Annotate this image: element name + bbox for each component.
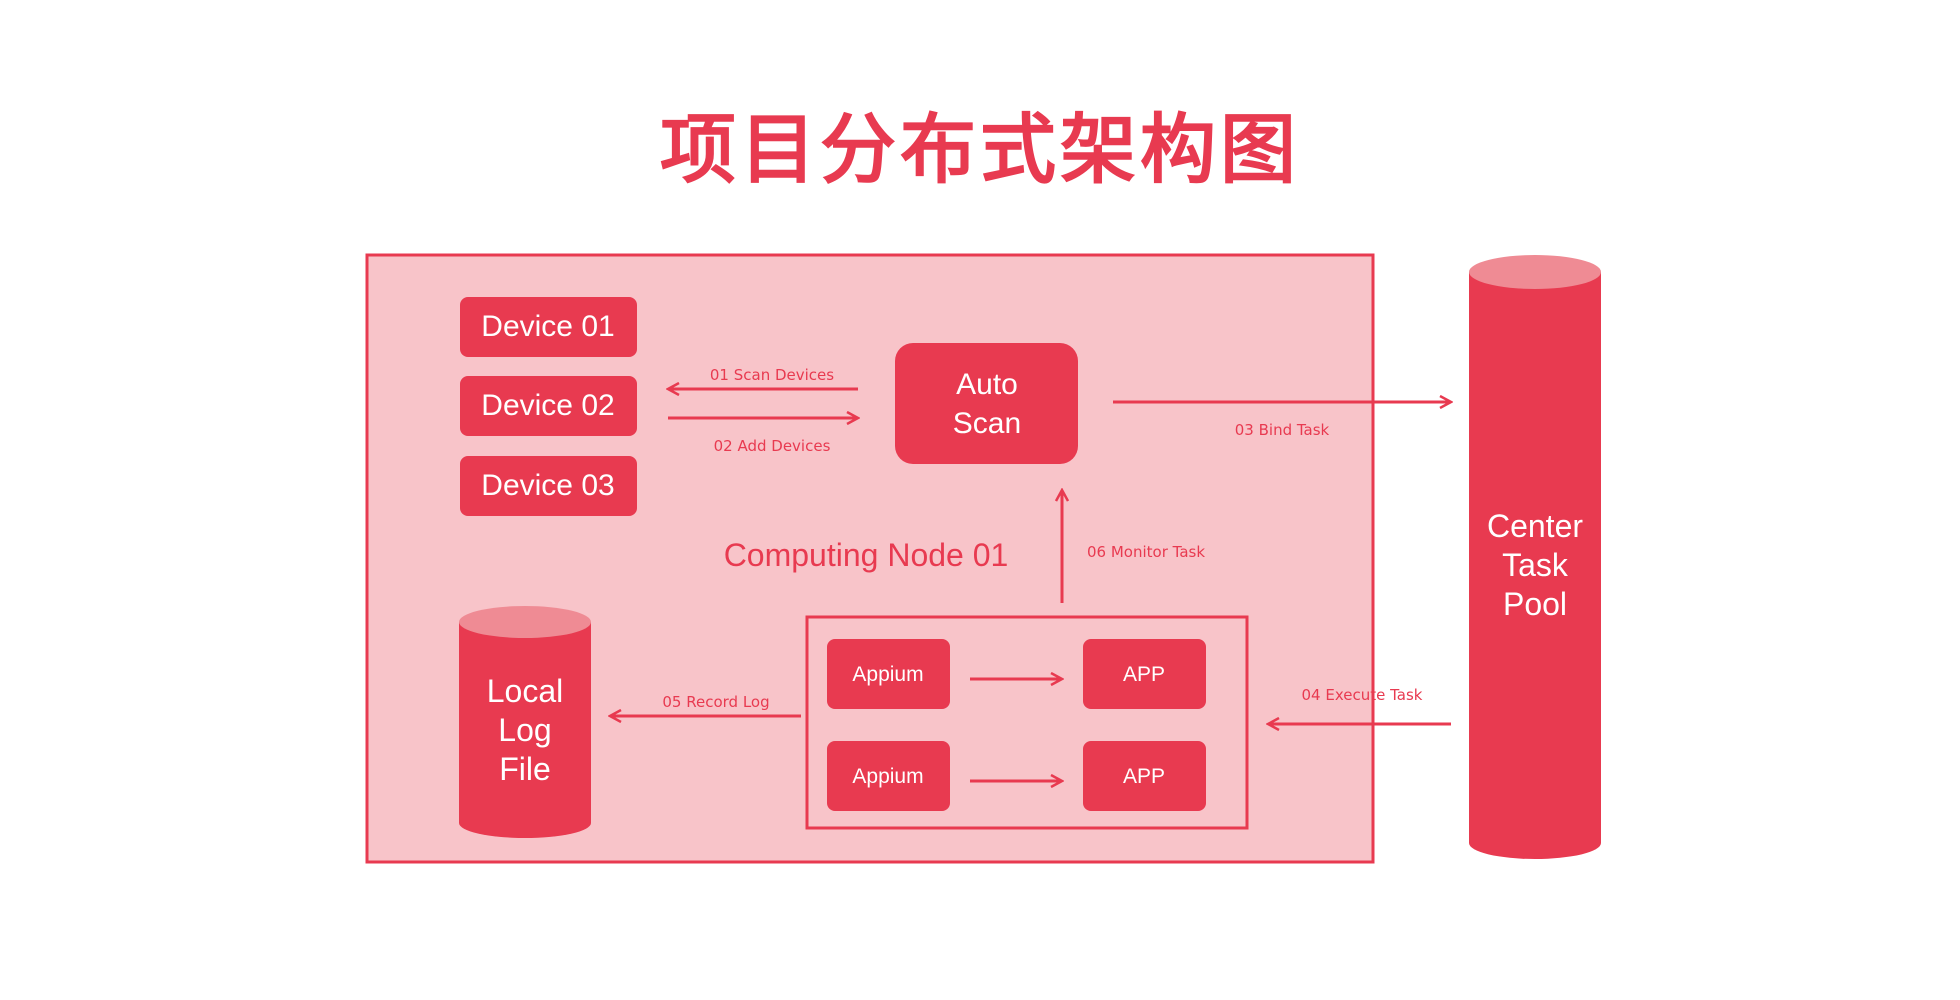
auto-scan-label-line2: Scan — [953, 407, 1021, 440]
appium-1-label: Appium — [852, 663, 923, 686]
add-devices-label: 02 Add Devices — [714, 437, 831, 455]
auto-scan-box[interactable]: Auto Scan — [895, 343, 1078, 464]
monitor-task-label: 06 Monitor Task — [1087, 543, 1205, 561]
page-title: 项目分布式架构图 — [660, 105, 1300, 194]
app-2-box[interactable]: APP — [1083, 741, 1206, 811]
auto-scan-label-line1: Auto — [956, 368, 1018, 401]
appium-2-box[interactable]: Appium — [827, 741, 950, 811]
device-02-label: Device 02 — [481, 389, 614, 422]
appium-group-frame — [805, 615, 1249, 830]
bind-task-label: 03 Bind Task — [1235, 421, 1330, 439]
center-task-pool-cylinder: Center Task Pool — [1469, 255, 1601, 859]
center-pool-line1: Center — [1487, 508, 1583, 544]
device-01-label: Device 01 — [481, 310, 614, 343]
app-1-box[interactable]: APP — [1083, 639, 1206, 709]
appium-1-box[interactable]: Appium — [827, 639, 950, 709]
device-02-box[interactable]: Device 02 — [460, 376, 637, 436]
scan-devices-label: 01 Scan Devices — [710, 366, 834, 384]
record-log-label: 05 Record Log — [662, 693, 769, 711]
local-log-line1: Local — [487, 673, 564, 709]
execute-task-label: 04 Execute Task — [1302, 686, 1423, 704]
center-pool-line3: Pool — [1503, 586, 1567, 622]
local-log-line2: Log — [498, 712, 551, 748]
device-03-box[interactable]: Device 03 — [460, 456, 637, 516]
local-log-line3: File — [499, 751, 551, 787]
computing-node-label: Computing Node 01 — [724, 537, 1009, 573]
device-01-box[interactable]: Device 01 — [460, 297, 637, 357]
app-2-label: APP — [1123, 765, 1165, 788]
device-03-label: Device 03 — [481, 469, 614, 502]
appium-2-label: Appium — [852, 765, 923, 788]
app-1-label: APP — [1123, 663, 1165, 686]
center-pool-line2: Task — [1502, 547, 1569, 583]
local-log-file-cylinder: Local Log File — [459, 606, 591, 838]
